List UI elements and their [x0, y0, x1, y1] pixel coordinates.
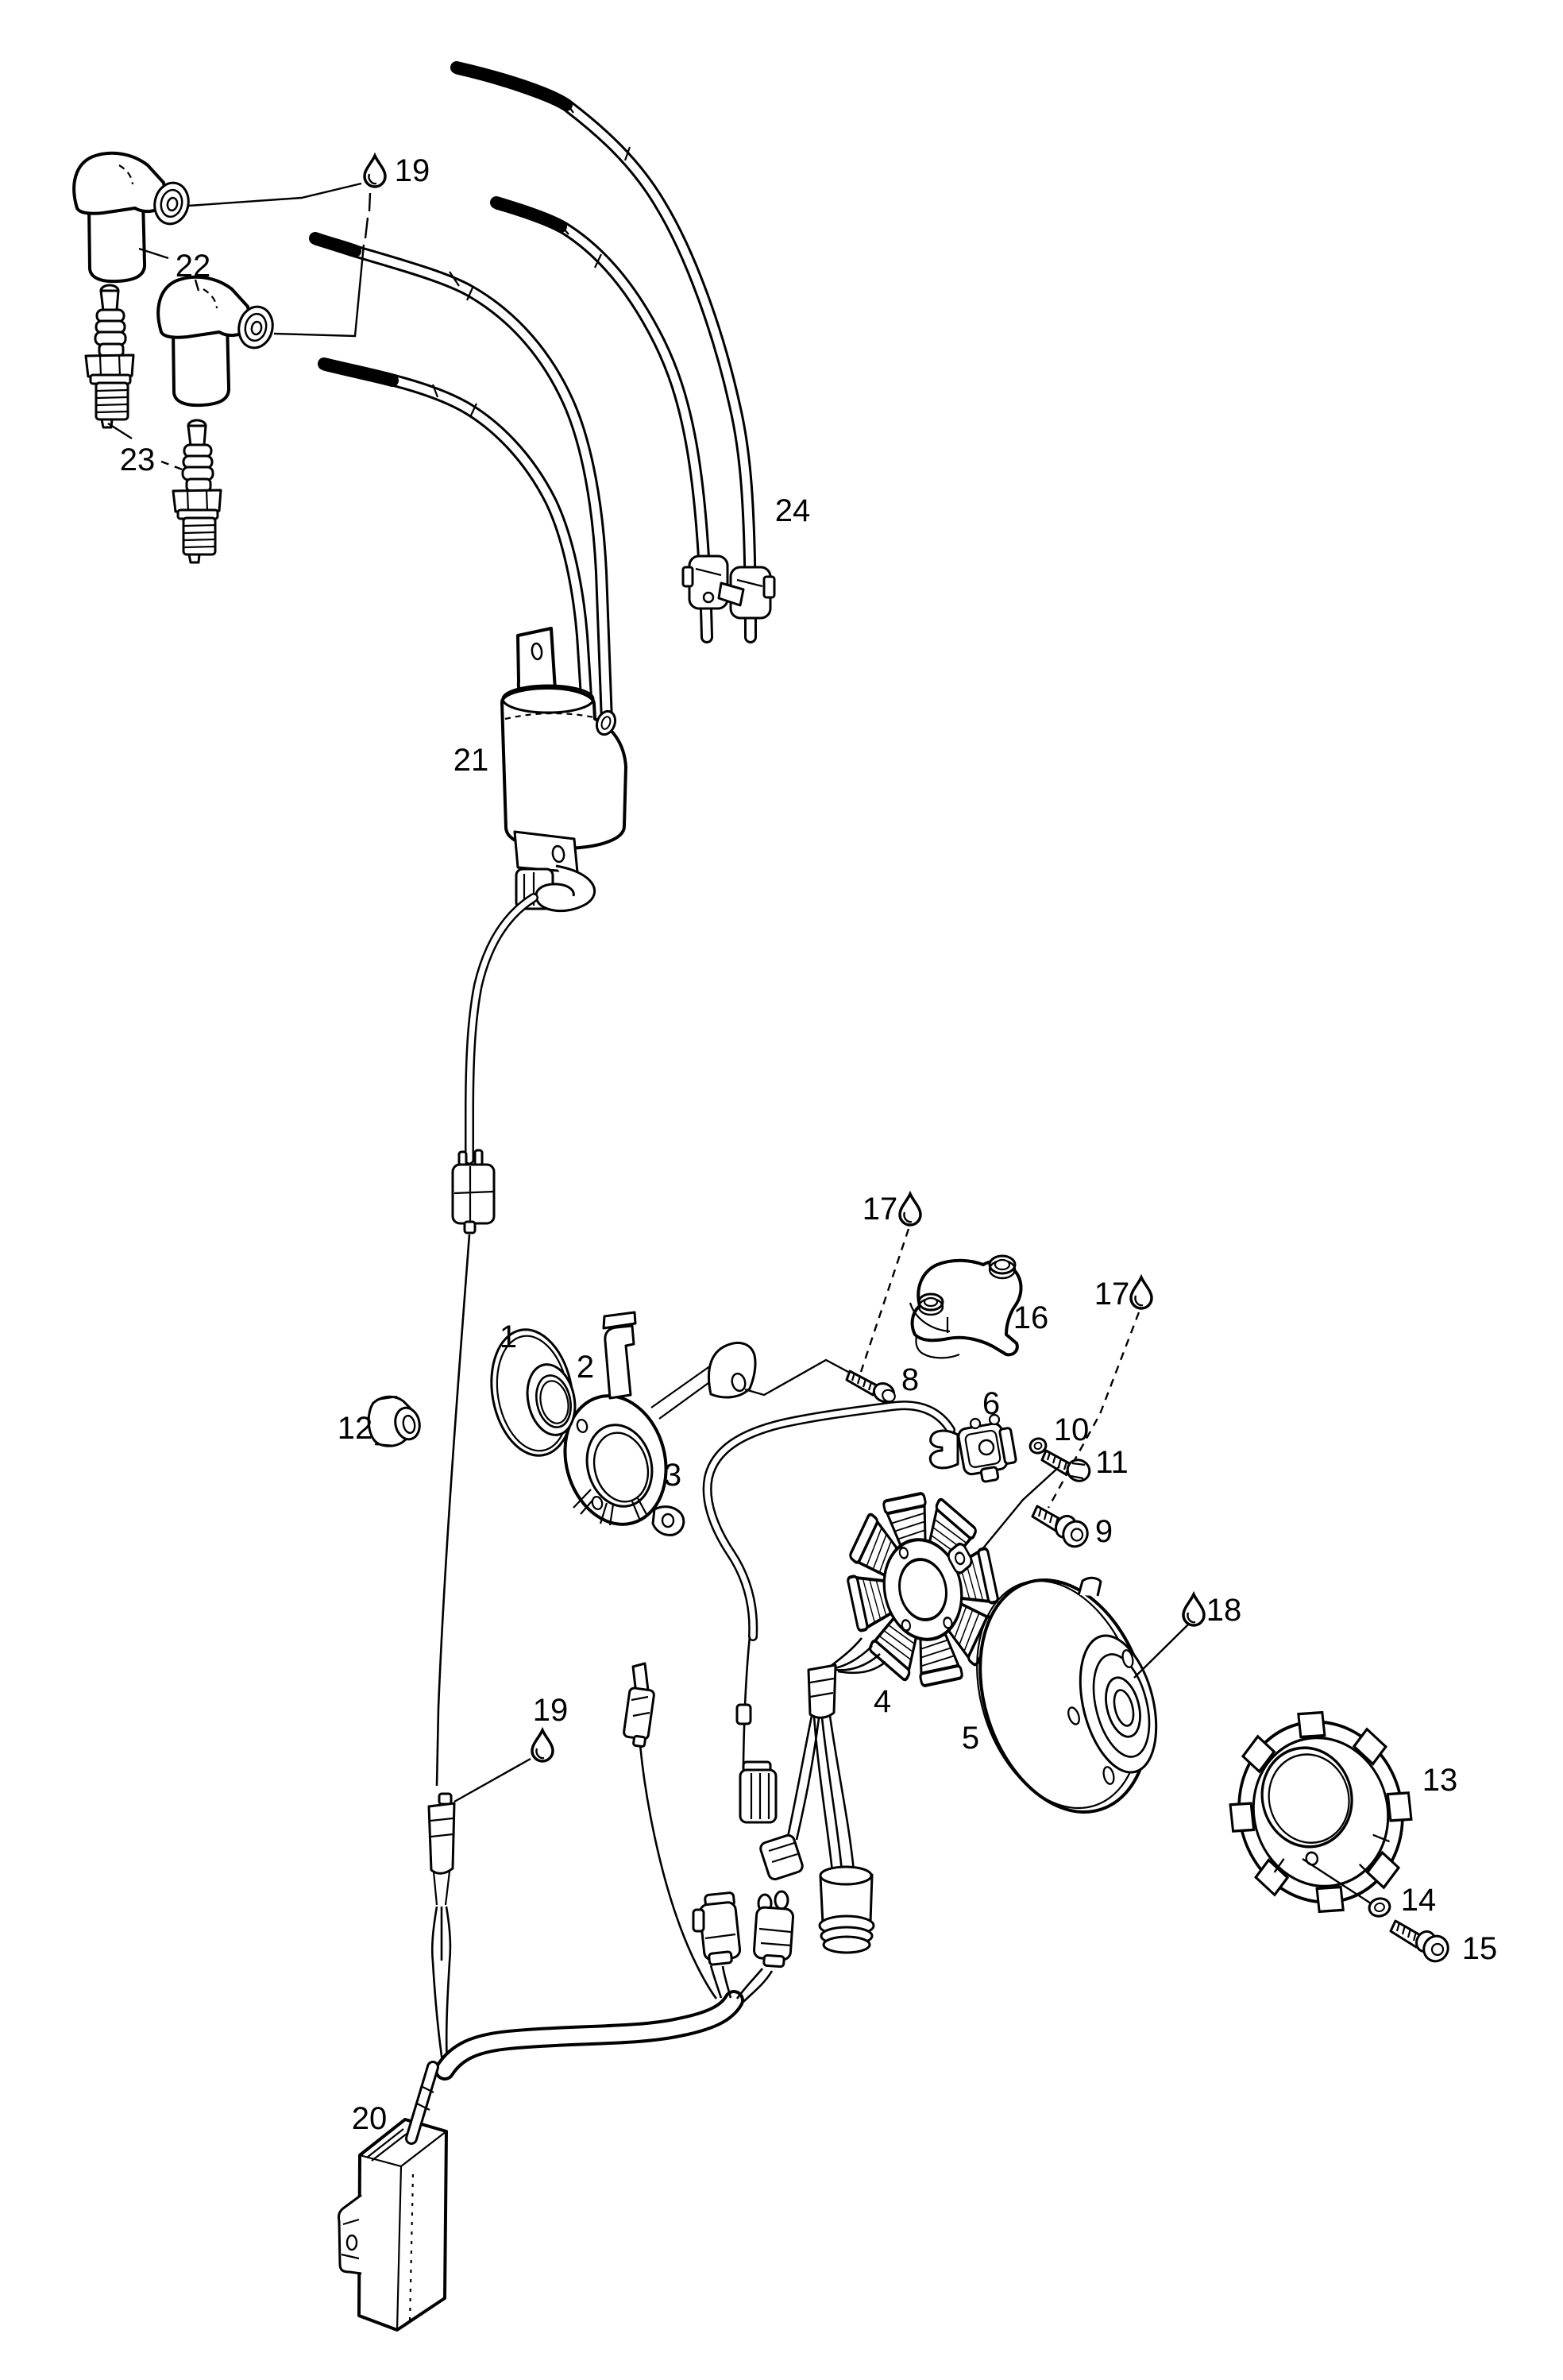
- callout-1: 1: [500, 1319, 517, 1354]
- connector-latch: [692, 1891, 742, 1966]
- callout-3: 3: [664, 1458, 681, 1493]
- pickup-wire: [702, 1401, 955, 1764]
- washer-10: [1028, 1437, 1048, 1455]
- bolt-15: [1389, 1919, 1449, 1963]
- pickup-cover: [909, 1254, 1023, 1359]
- spark-plug-1: [84, 284, 135, 429]
- lubricant-drop-icon: [363, 154, 387, 188]
- lubricant-drop-icon: [898, 1192, 922, 1227]
- lubricant-drop-icon: [1129, 1276, 1153, 1310]
- bolt-11: [1040, 1449, 1091, 1482]
- spark-plug-cap-1: [72, 151, 190, 284]
- callout-19-bottom: 19: [533, 1693, 569, 1728]
- callout-8: 8: [901, 1362, 919, 1397]
- callout-10: 10: [1054, 1412, 1090, 1447]
- cdi-unit: [338, 2061, 448, 2332]
- callout-24: 24: [775, 493, 811, 528]
- connector-3pin: [739, 1760, 778, 1824]
- callout-14: 14: [1401, 1883, 1437, 1918]
- connector-2pin: [759, 1833, 804, 1881]
- callout-9: 9: [1095, 1514, 1113, 1549]
- callout-5: 5: [962, 1721, 979, 1756]
- callout-18: 18: [1206, 1593, 1242, 1628]
- pickup-coil: [928, 1413, 1017, 1483]
- ignition-coil: [500, 627, 627, 913]
- stator-plate: [563, 1311, 757, 1536]
- screw-8: [845, 1370, 896, 1403]
- connector-round: [818, 1865, 875, 1954]
- callout-19-top: 19: [395, 153, 430, 188]
- connector-blade: [623, 1662, 655, 1748]
- stator: [845, 1491, 1001, 1688]
- callout-20: 20: [352, 2101, 388, 2136]
- coil-lead-wire: [427, 893, 538, 2068]
- callout-13: 13: [1422, 1763, 1458, 1798]
- connector-bullet-pair: [752, 1890, 795, 1969]
- callout-17-left: 17: [863, 1192, 898, 1227]
- callout-2: 2: [577, 1350, 594, 1385]
- callout-23: 23: [120, 442, 156, 477]
- washer-14: [1368, 1897, 1391, 1918]
- oil-seal: [526, 1363, 577, 1436]
- lubricant-drop-icon: [1182, 1593, 1206, 1627]
- harness-trunk: [434, 1744, 774, 2081]
- spark-plug-2: [172, 419, 222, 564]
- lubricant-drop-icon: [531, 1729, 554, 1763]
- stator-harness: [786, 1637, 886, 1872]
- callout-4: 4: [874, 1684, 891, 1719]
- flywheel-rotor: [976, 1576, 1158, 1814]
- callout-6: 6: [982, 1386, 1000, 1421]
- grommet: [367, 1395, 421, 1447]
- spark-plug-wires: [309, 61, 757, 728]
- callout-22: 22: [176, 249, 211, 284]
- callout-12: 12: [338, 1411, 373, 1446]
- wire-clamp: [681, 554, 776, 620]
- starter-cup: [1229, 1710, 1413, 1914]
- bolt-9: [1031, 1505, 1089, 1548]
- callout-15: 15: [1462, 1931, 1498, 1966]
- callout-21: 21: [453, 743, 489, 778]
- callout-11: 11: [1095, 1445, 1129, 1480]
- callout-16: 16: [1013, 1300, 1049, 1335]
- spark-plug-cap-2: [156, 275, 274, 408]
- callout-17-right: 17: [1094, 1277, 1130, 1312]
